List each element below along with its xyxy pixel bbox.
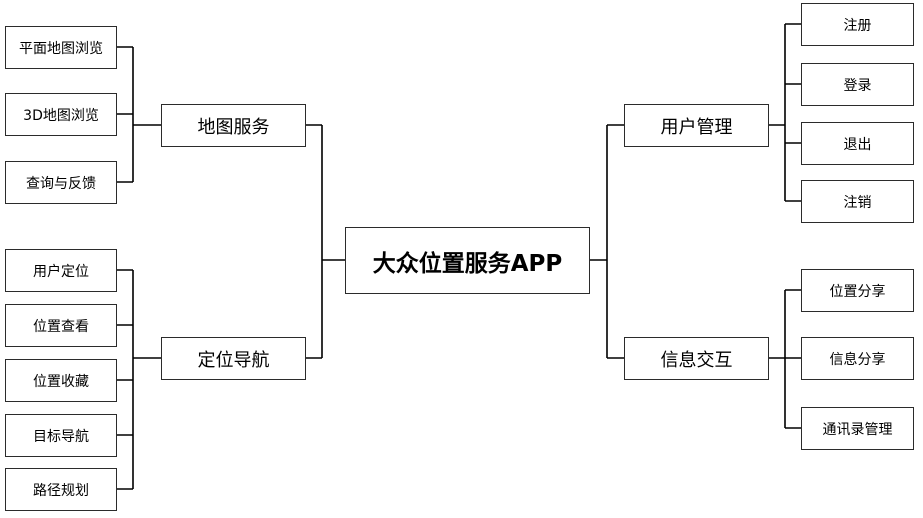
- connector-map-service-children: [117, 46, 161, 183]
- node-map-service: 地图服务: [161, 104, 306, 147]
- leaf-logout: 退出: [801, 122, 914, 165]
- leaf-login: 登录: [801, 63, 914, 106]
- connector-root-to-map-service: [306, 124, 345, 359]
- connector-user-management-children: [769, 23, 801, 202]
- leaf-2d-map-browse: 平面地图浏览: [5, 26, 117, 69]
- leaf-3d-map-browse: 3D地图浏览: [5, 93, 117, 136]
- connector-info-exchange-children: [769, 289, 801, 429]
- connector-root-to-right: [590, 124, 624, 359]
- leaf-location-favorite: 位置收藏: [5, 359, 117, 402]
- leaf-user-locate: 用户定位: [5, 249, 117, 292]
- leaf-deregister: 注销: [801, 180, 914, 223]
- leaf-location-share: 位置分享: [801, 269, 914, 312]
- node-location-navigation: 定位导航: [161, 337, 306, 380]
- leaf-route-planning: 路径规划: [5, 468, 117, 511]
- leaf-contacts-management: 通讯录管理: [801, 407, 914, 450]
- connector-location-navigation-children: [117, 269, 161, 490]
- leaf-location-view: 位置查看: [5, 304, 117, 347]
- leaf-register: 注册: [801, 3, 914, 46]
- node-info-exchange: 信息交互: [624, 337, 769, 380]
- node-user-management: 用户管理: [624, 104, 769, 147]
- root-node: 大众位置服务APP: [345, 227, 590, 294]
- leaf-target-navigation: 目标导航: [5, 414, 117, 457]
- leaf-info-share: 信息分享: [801, 337, 914, 380]
- leaf-query-feedback: 查询与反馈: [5, 161, 117, 204]
